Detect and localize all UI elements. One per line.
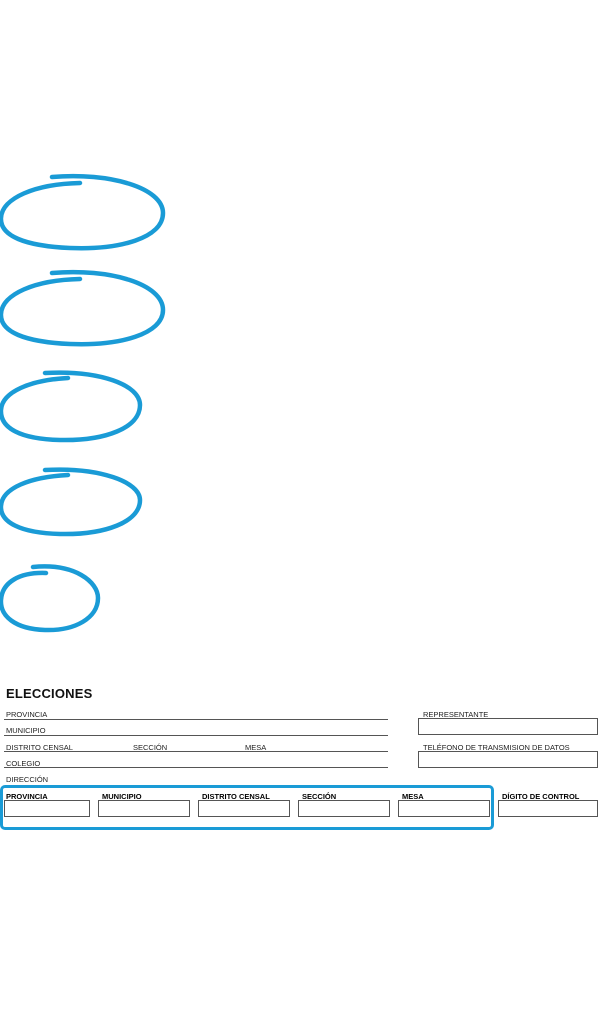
distrito-line [4, 751, 388, 752]
mesa-label: MESA [245, 743, 267, 752]
representante-field[interactable] [418, 718, 598, 735]
provincia-line [4, 719, 388, 720]
code-municipio-label: MUNICIPIO [102, 792, 142, 801]
annotation-circle-3 [0, 370, 143, 443]
telefono-field[interactable] [418, 751, 598, 768]
annotation-circle-2 [0, 269, 166, 347]
highlight-rectangle [0, 785, 494, 830]
code-distrito-label: DISTRITO CENSAL [202, 792, 270, 801]
digito-control-field[interactable] [498, 800, 598, 817]
code-provincia-label: PROVINCIA [6, 792, 48, 801]
colegio-label: COLEGIO [6, 759, 41, 768]
annotation-circle-1 [0, 173, 166, 251]
telefono-label: TELÉFONO DE TRANSMISION DE DATOS [423, 743, 570, 752]
code-mesa-field[interactable] [398, 800, 490, 817]
code-distrito-field[interactable] [198, 800, 290, 817]
municipio-label: MUNICIPIO [6, 726, 46, 735]
digito-control-label: DÍGITO DE CONTROL [502, 792, 580, 801]
representante-label: REPRESENTANTE [423, 710, 489, 719]
seccion-label: SECCIÓN [133, 743, 168, 752]
provincia-label: PROVINCIA [6, 710, 48, 719]
annotation-marks [0, 173, 166, 633]
annotation-circle-4 [0, 467, 143, 537]
distrito-censal-label: DISTRITO CENSAL [6, 743, 73, 752]
municipio-line [4, 735, 388, 736]
code-mesa-label: MESA [402, 792, 424, 801]
page-title: ELECCIONES [6, 686, 93, 701]
direccion-label: DIRECCIÓN [6, 775, 49, 784]
code-municipio-field[interactable] [98, 800, 190, 817]
annotation-circle-5 [0, 564, 101, 633]
code-seccion-label: SECCIÓN [302, 792, 337, 801]
colegio-line [4, 767, 388, 768]
code-seccion-field[interactable] [298, 800, 390, 817]
code-provincia-field[interactable] [4, 800, 90, 817]
